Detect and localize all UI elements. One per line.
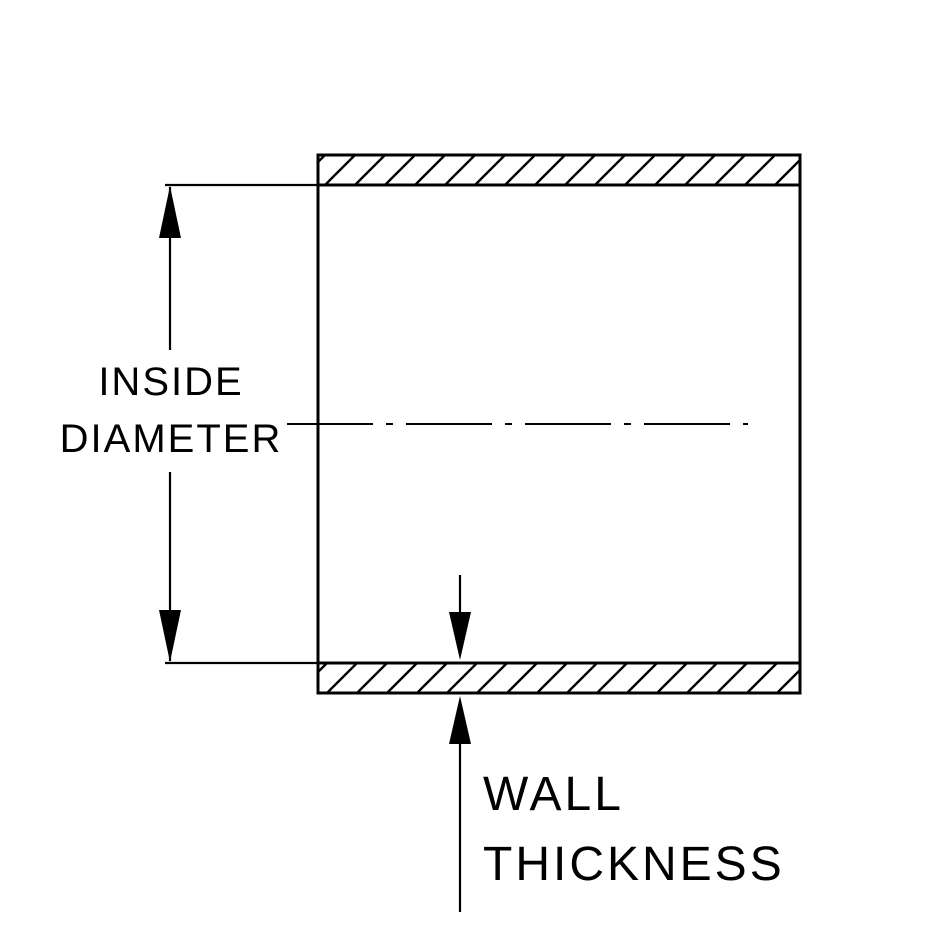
top-wall-section [316,153,802,187]
wall-thickness-label-line2: THICKNESS [483,838,785,891]
wall-thickness-label: WALL THICKNESS [483,768,785,891]
inside-diameter-dimension [159,183,318,665]
inside-diameter-label-line1: INSIDE [98,360,243,404]
wall-thickness-dimension [449,575,471,912]
arrow-up-icon [449,696,471,744]
inside-diameter-label-line2: DIAMETER [60,417,283,461]
bottom-wall-section [316,661,802,695]
inside-diameter-label: INSIDE DIAMETER [60,360,283,461]
wall-thickness-label-line1: WALL [483,768,624,821]
arrow-down-icon [159,610,181,662]
arrow-up-icon [159,186,181,238]
arrow-down-icon [449,612,471,660]
coupler-body [316,153,802,695]
